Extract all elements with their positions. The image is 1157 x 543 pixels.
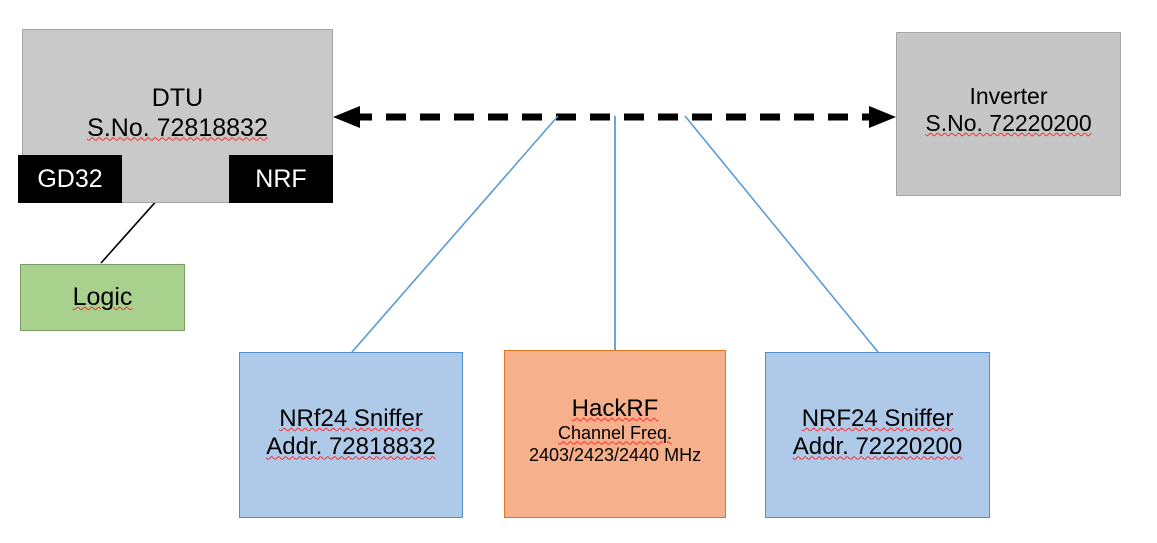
dtu-serial: S.No. 72818832 (87, 113, 268, 142)
connector-sniffer-left-tap (351, 115, 559, 353)
dtu-label: DTU (151, 84, 204, 112)
connector-dtu-inverter (333, 106, 896, 128)
node-logic[interactable]: Logic (20, 264, 185, 331)
inverter-label: Inverter (969, 83, 1048, 109)
gd32-label: GD32 (37, 164, 103, 193)
hackrf-label: HackRF (571, 395, 659, 422)
sniffer-right-address: Addr. 72220200 (792, 433, 963, 461)
sniffer-left-label: NRf24 Sniffer (279, 405, 423, 432)
sniffer-left-address: Addr. 72818832 (266, 433, 436, 461)
node-sniffer-left[interactable]: NRf24 Sniffer Addr. 72818832 (239, 352, 463, 518)
inverter-serial: S.No. 72220200 (925, 110, 1092, 137)
hackrf-frequencies: 2403/2423/2440 MHz (528, 444, 702, 465)
node-gd32[interactable]: GD32 (18, 155, 122, 203)
logic-label: Logic (72, 282, 133, 311)
sniffer-right-label: NRF24 Sniffer (801, 405, 954, 432)
node-sniffer-right[interactable]: NRF24 Sniffer Addr. 72220200 (765, 352, 990, 518)
hackrf-sub-label: Channel Freq. (557, 423, 673, 444)
nrf-label: NRF (255, 164, 307, 193)
connector-sniffer-right-tap (684, 115, 879, 353)
node-nrf[interactable]: NRF (229, 155, 333, 203)
node-inverter[interactable]: Inverter S.No. 72220200 (896, 32, 1121, 196)
node-hackrf[interactable]: HackRF Channel Freq. 2403/2423/2440 MHz (504, 350, 726, 518)
